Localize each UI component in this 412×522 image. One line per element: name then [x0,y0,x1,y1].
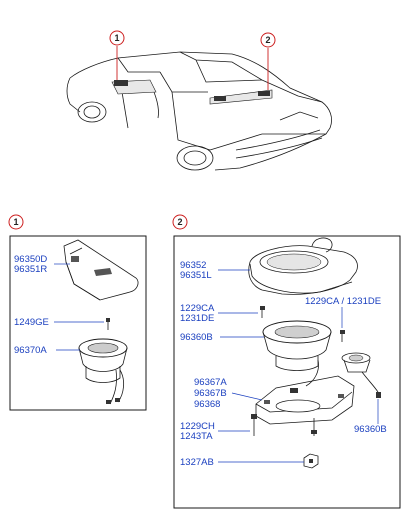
label-96367b: 96367B [194,388,227,399]
label-96351l: 96351L [180,270,212,281]
screw-part-1249ge [106,318,110,330]
rear-speaker-location-right [258,91,270,96]
speaker-cover-part [63,239,139,301]
label-1249ge: 1249GE [14,317,49,328]
label-1229ca-left: 1229CA [180,303,215,314]
label-96368: 96368 [194,399,220,410]
callout-2-number: 2 [265,35,270,45]
car-illustration [66,51,332,171]
callout-1-number: 1 [114,33,119,43]
tweeter-part-96360b [341,352,381,398]
panel-2-number: 2 [177,217,182,227]
label-1229ch: 1229CH [180,421,215,432]
label-96350d: 96350D [14,254,47,265]
speaker-part-96360b [262,320,332,387]
speaker-bracket-part [255,375,355,425]
front-speaker-location [114,80,128,86]
screw-part-1229ca-left [260,306,265,318]
panel-1-number: 1 [13,217,18,227]
label-1229ca-1231de-right: 1229CA / 1231DE [305,296,381,307]
panel-2-frame [173,235,401,509]
label-96360b-tweeter: 96360B [354,424,387,435]
label-96351r: 96351R [14,264,47,275]
label-96352: 96352 [180,260,206,271]
panel-2-circle [172,214,188,230]
callout-2-circle [260,32,276,48]
nut-part-1327ab [303,453,319,469]
panel-1-circle [8,214,24,230]
bolt-part-lower [311,418,317,436]
label-1327ab: 1327AB [180,457,214,468]
panel-1-frame [9,235,147,411]
label-96370a: 96370A [14,345,47,356]
label-1243ta: 1243TA [180,431,213,442]
callout-1-circle [109,30,125,46]
speaker-box-part [248,237,358,295]
label-1231de-left: 1231DE [180,313,214,324]
label-96360b-speaker: 96360B [180,332,213,343]
label-96367a: 96367A [194,377,227,388]
screw-part-1229ca-right [340,330,345,342]
rear-speaker-location-left [214,96,226,101]
speaker-part-96370a [78,338,128,405]
bolt-part-1229ch [251,414,257,436]
